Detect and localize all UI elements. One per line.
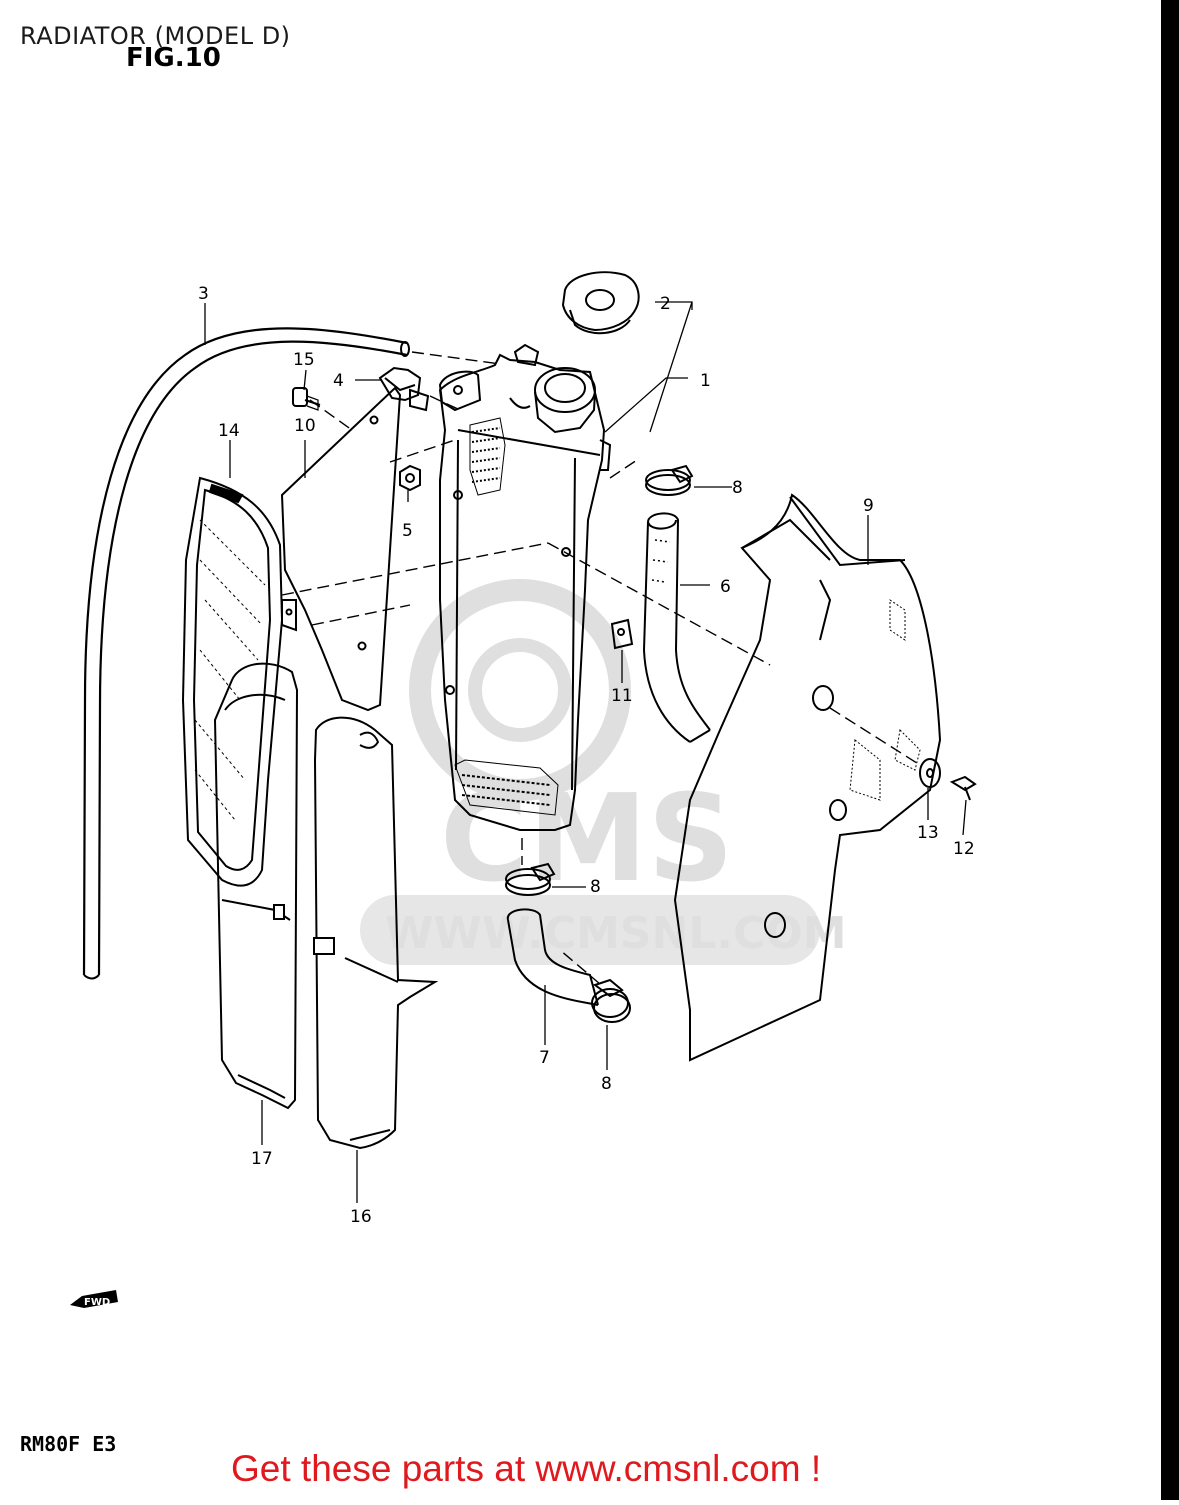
part-2-cap: [561, 271, 640, 335]
watermark-brand: CMS: [440, 770, 734, 909]
right-border: [1161, 0, 1179, 1500]
model-code: RM80F E3: [20, 1432, 117, 1456]
part-14-grille: [181, 476, 284, 887]
callout-2: 2: [660, 294, 671, 314]
part-4-damper: [378, 366, 430, 412]
callout-3: 3: [198, 284, 209, 304]
part-8-clamp-mid: [505, 862, 556, 896]
callout-12: 12: [953, 839, 975, 859]
part-8-clamp-top: [645, 464, 694, 496]
part-7-lower-hose: [506, 908, 599, 1006]
callout-15: 15: [293, 350, 315, 370]
watermark: CMS WWW.CMSNL.COM: [360, 579, 847, 965]
callout-17: 17: [251, 1149, 273, 1169]
callout-8-top: 8: [732, 478, 743, 498]
figure-number: FIG.10: [126, 43, 221, 73]
callout-5: 5: [402, 521, 413, 541]
fwd-marker: FWD: [70, 1290, 118, 1308]
part-1-radiator: [438, 343, 612, 831]
part-15-bolt: [292, 387, 321, 411]
part-11-bracket: [610, 618, 634, 650]
callout-14: 14: [218, 421, 240, 441]
callout-1: 1: [700, 371, 711, 391]
callout-10: 10: [294, 416, 316, 436]
fwd-label: FWD: [84, 1297, 110, 1308]
callout-16: 16: [350, 1207, 372, 1227]
callout-11: 11: [611, 686, 633, 706]
part-12-screw: [949, 775, 977, 801]
callout-7: 7: [539, 1048, 550, 1068]
callout-9: 9: [863, 496, 874, 516]
part-13-washer: [919, 758, 941, 788]
part-5-nut: [399, 464, 421, 492]
part-3-breather-hose: [82, 327, 410, 980]
callout-8-bottom: 8: [601, 1074, 612, 1094]
parts-link[interactable]: Get these parts at www.cmsnl.com !: [231, 1448, 822, 1489]
part-10-plate: [280, 386, 402, 712]
callout-4: 4: [333, 371, 344, 391]
leader-lines: [204, 301, 967, 1203]
part-6-upper-hose: [642, 512, 711, 743]
page-title: RADIATOR (MODEL D): [20, 22, 291, 50]
part-9-cover: [673, 493, 942, 1062]
part-16-shroud: [313, 716, 439, 1150]
watermark-url: WWW.CMSNL.COM: [385, 908, 847, 959]
callout-6: 6: [720, 577, 731, 597]
part-17-shroud: [213, 662, 299, 1110]
assembly-lines: [281, 351, 921, 985]
callout-labels: 3 2 1 15 4 10 14 5 8 9 6 11 13 12 8 7 8 …: [198, 284, 975, 1227]
callout-13: 13: [917, 823, 939, 843]
callout-8-mid: 8: [590, 877, 601, 897]
